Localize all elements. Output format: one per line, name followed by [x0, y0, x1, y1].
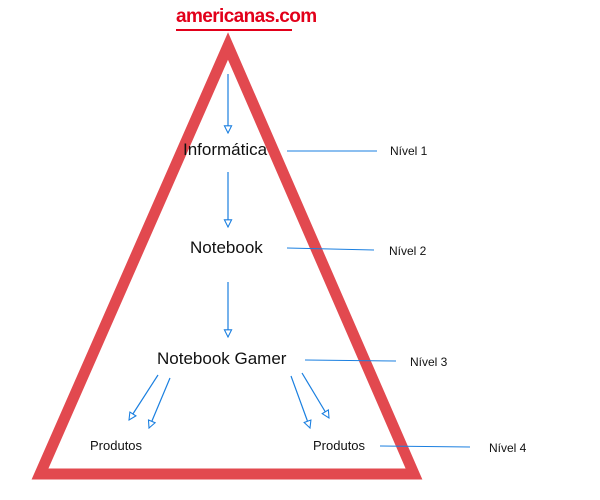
node-products-right: Produtos: [313, 438, 366, 453]
node-notebook-gamer: Notebook Gamer: [157, 349, 287, 368]
pyramid-triangle: [31, 32, 423, 480]
label-level-4: Nível 4: [489, 441, 527, 455]
label-level-1: Nível 1: [390, 144, 428, 158]
connector-level-3: [304, 359, 397, 362]
arrow-to-products-right-2: [301, 372, 329, 418]
label-level-3: Nível 3: [410, 355, 448, 369]
node-products-left: Produtos: [90, 438, 143, 453]
arrow-to-products-left-2: [149, 377, 171, 428]
node-notebook: Notebook: [190, 238, 263, 257]
connector-level-4: [379, 445, 471, 448]
arrow-to-products-left-1: [129, 374, 159, 420]
node-informatica: Informática: [183, 140, 268, 159]
logo-underline: [176, 29, 292, 31]
label-level-2: Nível 2: [389, 244, 427, 258]
connector-level-2: [286, 247, 375, 251]
arrow-to-products-right-1: [290, 375, 310, 428]
americanas-logo: americanas.com: [176, 6, 317, 27]
